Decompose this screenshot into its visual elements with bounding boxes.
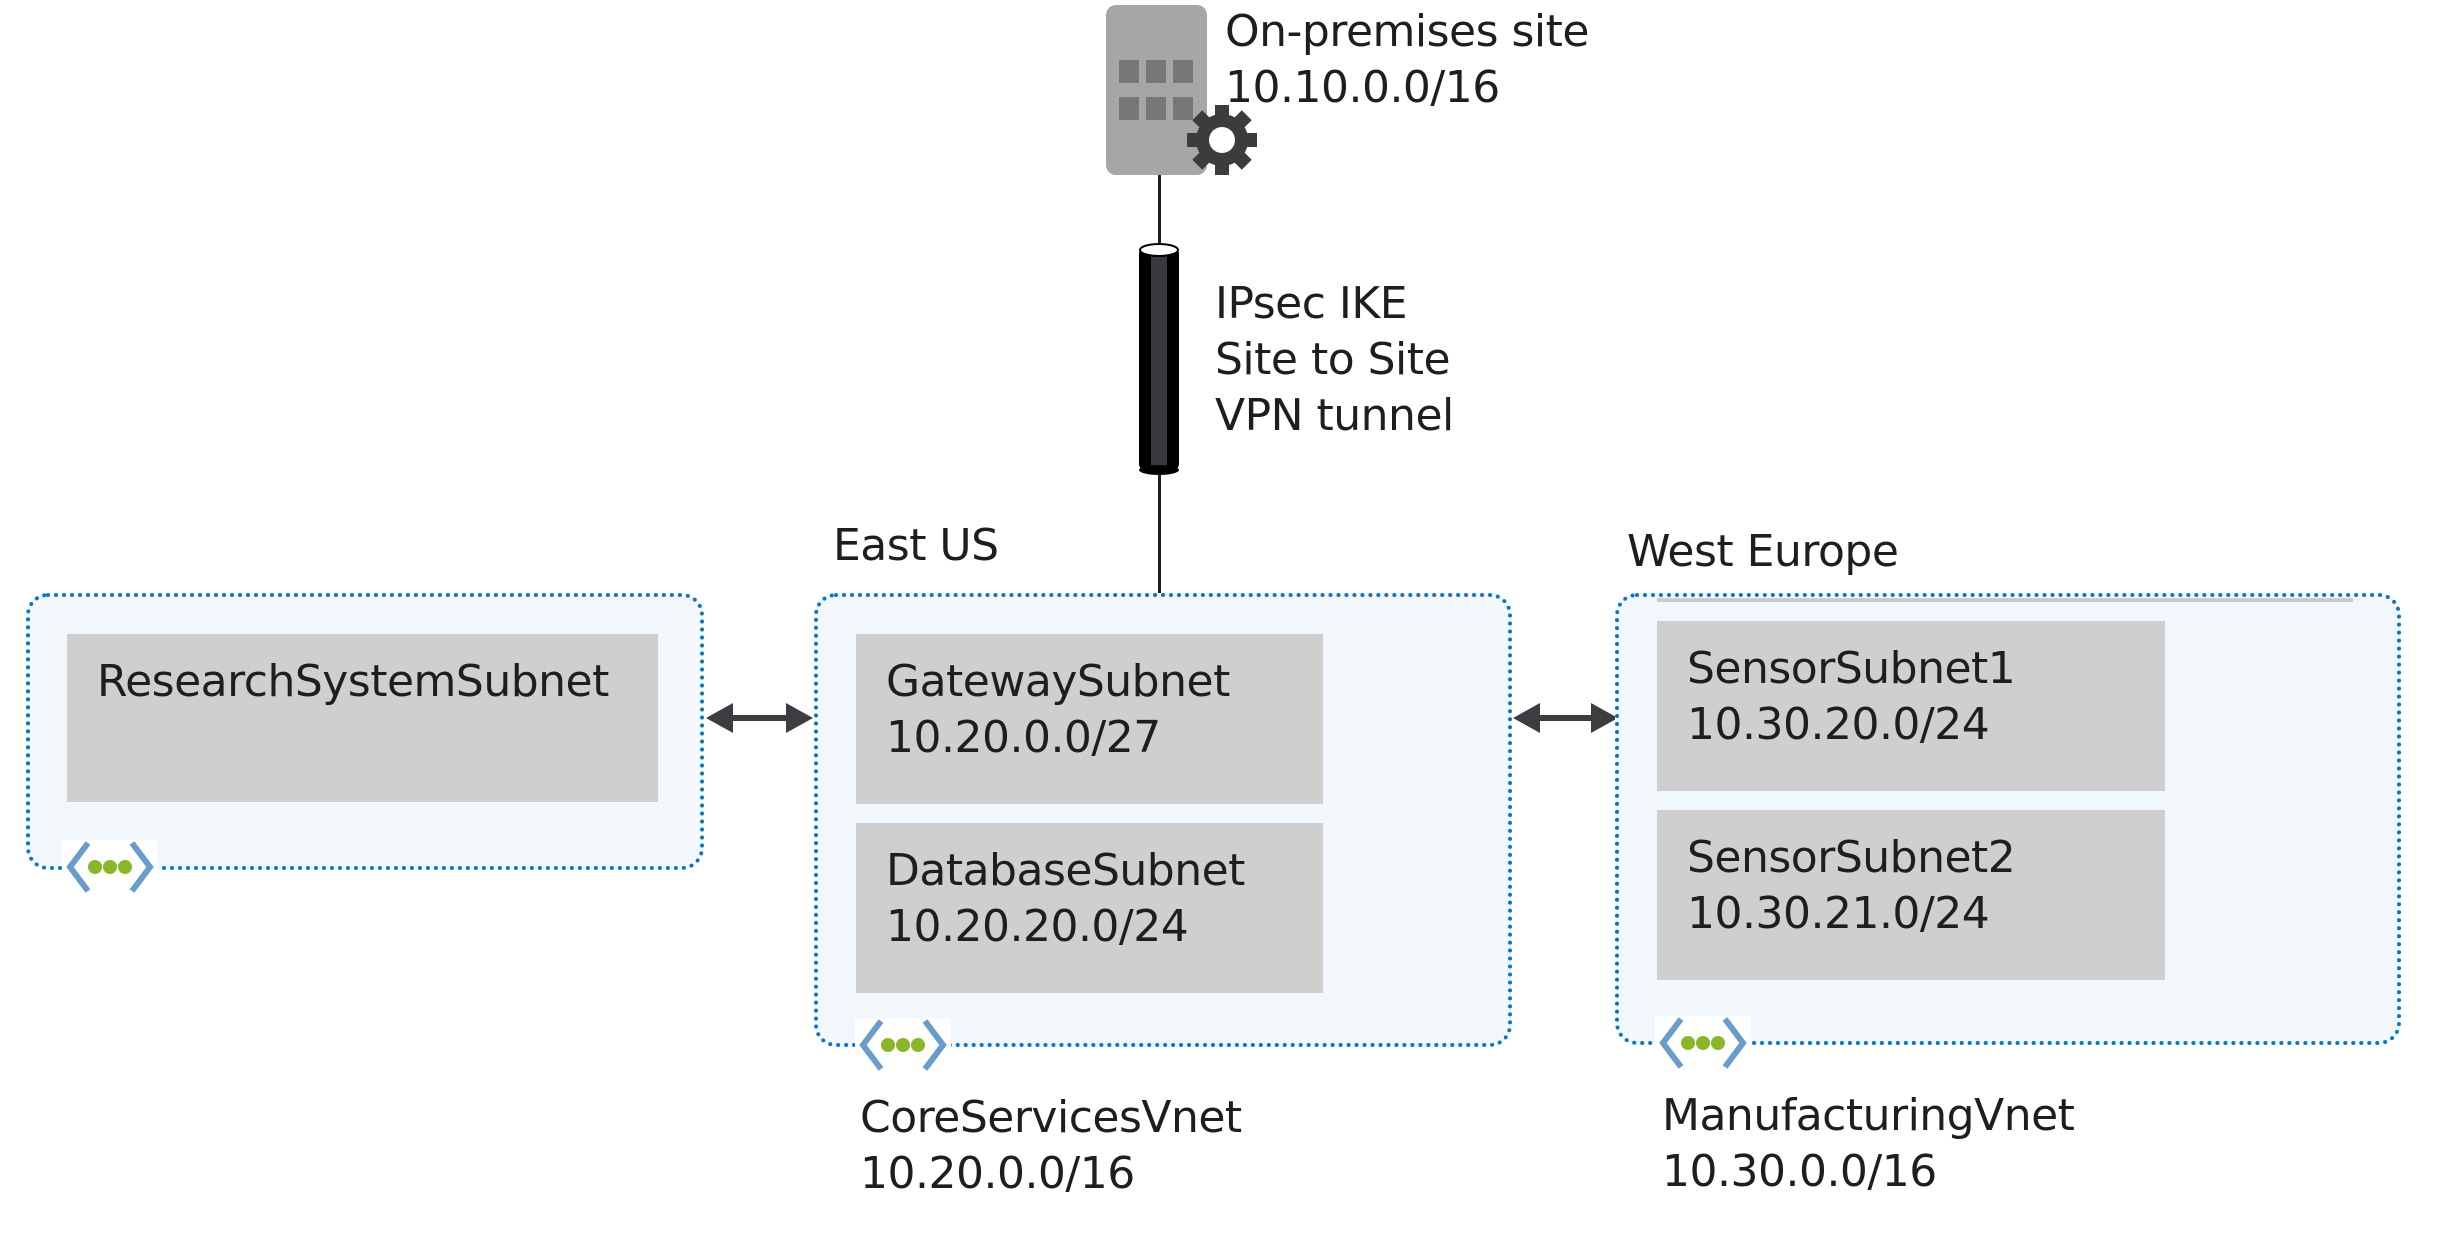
divider-line xyxy=(1657,598,2353,602)
vnet-cidr-manufacturing: 10.30.0.0/16 xyxy=(1662,1146,1937,1197)
vnet-research[interactable]: ResearchSystemSubnet xyxy=(26,593,704,870)
vnet-name-core-services: CoreServicesVnet xyxy=(860,1092,1242,1143)
subnet-name: SensorSubnet1 xyxy=(1687,643,2016,694)
virtual-network-icon xyxy=(62,840,158,894)
region-label-east-us: East US xyxy=(833,520,999,571)
subnet-research-system[interactable]: ResearchSystemSubnet xyxy=(67,634,658,802)
vpn-tunnel-pipe-icon xyxy=(1139,243,1179,475)
tunnel-label-line2: Site to Site xyxy=(1215,334,1451,385)
subnet-sensor-1[interactable]: SensorSubnet1 10.30.20.0/24 xyxy=(1657,621,2165,791)
subnet-database[interactable]: DatabaseSubnet 10.20.20.0/24 xyxy=(856,823,1323,993)
subnet-gateway[interactable]: GatewaySubnet 10.20.0.0/27 xyxy=(856,634,1323,804)
subnet-cidr: 10.20.0.0/27 xyxy=(886,712,1161,763)
onprem-site-cidr: 10.10.0.0/16 xyxy=(1225,62,1500,113)
vnet-core-services[interactable]: GatewaySubnet 10.20.0.0/27 DatabaseSubne… xyxy=(814,593,1512,1047)
subnet-sensor-2[interactable]: SensorSubnet2 10.30.21.0/24 xyxy=(1657,810,2165,980)
virtual-network-icon xyxy=(1655,1016,1751,1070)
subnet-name: DatabaseSubnet xyxy=(886,845,1245,896)
peering-arrow-core-manufacturing xyxy=(1513,703,1618,733)
tunnel-label-line3: VPN tunnel xyxy=(1215,390,1454,441)
subnet-cidr: 10.20.20.0/24 xyxy=(886,901,1189,952)
onprem-site-name: On-premises site xyxy=(1225,6,1589,57)
subnet-name: GatewaySubnet xyxy=(886,656,1230,707)
peering-arrow-research-core xyxy=(706,703,813,733)
server-gear-icon xyxy=(1106,5,1257,175)
subnet-name: ResearchSystemSubnet xyxy=(97,656,609,707)
tunnel-label-line1: IPsec IKE xyxy=(1215,278,1408,329)
subnet-cidr: 10.30.20.0/24 xyxy=(1687,699,1990,750)
double-arrow-icon xyxy=(706,703,813,733)
double-arrow-icon xyxy=(1513,703,1618,733)
gear-icon xyxy=(1187,105,1257,175)
virtual-network-icon xyxy=(855,1018,951,1072)
vnet-name-manufacturing: ManufacturingVnet xyxy=(1662,1090,2075,1141)
subnet-name: SensorSubnet2 xyxy=(1687,832,2016,883)
subnet-cidr: 10.30.21.0/24 xyxy=(1687,888,1990,939)
vnet-cidr-core-services: 10.20.0.0/16 xyxy=(860,1148,1135,1199)
region-label-west-europe: West Europe xyxy=(1627,526,1899,577)
vnet-manufacturing[interactable]: SensorSubnet1 10.30.20.0/24 SensorSubnet… xyxy=(1615,593,2401,1045)
